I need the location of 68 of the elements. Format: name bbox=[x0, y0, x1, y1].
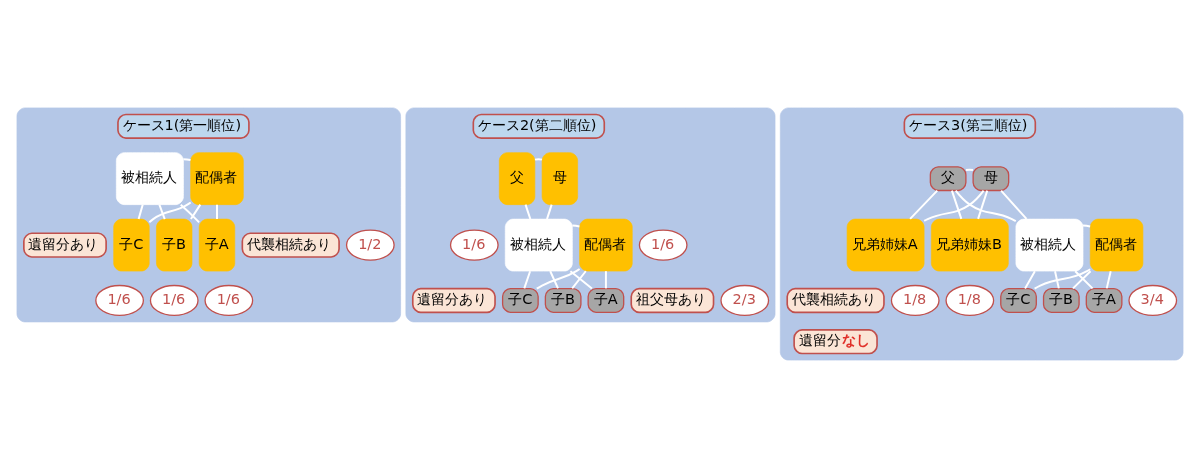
node-ellipse: 1/2 bbox=[345, 229, 395, 261]
node-ellipse: 1/6 bbox=[204, 284, 254, 317]
node-box: 被相続人 bbox=[1015, 218, 1084, 272]
connector bbox=[1082, 224, 1092, 228]
connector bbox=[950, 189, 963, 220]
node-box: 兄弟姉妹B bbox=[931, 218, 1009, 272]
cluster bbox=[16, 107, 401, 323]
node-box: 兄弟姉妹A bbox=[846, 218, 925, 272]
connector bbox=[571, 224, 581, 228]
connector bbox=[535, 267, 581, 290]
node-box: 子A bbox=[198, 218, 236, 272]
node-box: 配偶者 bbox=[190, 152, 244, 205]
node-box: 子C bbox=[113, 218, 150, 272]
connector bbox=[533, 158, 543, 161]
node-box: 子B bbox=[156, 218, 193, 272]
node-box: 配偶者 bbox=[579, 218, 633, 272]
node-box: 子B bbox=[544, 287, 582, 313]
node-box: 母 bbox=[541, 152, 578, 205]
connector bbox=[954, 189, 1017, 223]
node-box: 子A bbox=[587, 287, 625, 313]
node-box: ケース3(第三順位) bbox=[903, 113, 1037, 139]
connector bbox=[189, 203, 202, 220]
node-ellipse: 1/6 bbox=[449, 229, 499, 261]
connector bbox=[1000, 189, 1028, 220]
node-box: 母 bbox=[972, 166, 1010, 192]
node-ellipse: 2/3 bbox=[720, 284, 770, 317]
node-box: 父 bbox=[929, 166, 967, 192]
connector bbox=[216, 203, 218, 220]
node-ellipse: 1/6 bbox=[149, 284, 199, 317]
node-ellipse: 3/4 bbox=[1128, 284, 1178, 317]
node-box: 被相続人 bbox=[504, 218, 573, 272]
node-box: 子A bbox=[1085, 287, 1123, 313]
node-box: 代襲相続あり bbox=[786, 287, 885, 314]
cluster bbox=[405, 107, 776, 323]
cluster bbox=[779, 107, 1184, 361]
connector bbox=[137, 203, 144, 220]
connector bbox=[909, 189, 939, 220]
connector bbox=[546, 203, 553, 220]
connector bbox=[604, 270, 607, 290]
node-box: 子B bbox=[1042, 287, 1080, 313]
node-box: 父 bbox=[499, 152, 536, 205]
node-box: 子C bbox=[1000, 287, 1037, 313]
connector bbox=[569, 270, 593, 290]
node-ellipse: 1/8 bbox=[945, 284, 995, 317]
connector bbox=[977, 189, 989, 220]
node-ellipse: 1/6 bbox=[95, 284, 145, 317]
node-box: 遺留分あり bbox=[23, 232, 107, 258]
connector bbox=[179, 203, 201, 224]
node-box: 配偶者 bbox=[1089, 218, 1144, 272]
node-box: 祖父母あり bbox=[630, 287, 715, 314]
connector bbox=[1105, 270, 1112, 290]
connector bbox=[1024, 270, 1036, 290]
node-box: 代襲相続あり bbox=[241, 232, 340, 258]
connector bbox=[524, 203, 532, 220]
node-ellipse: 1/8 bbox=[890, 284, 940, 317]
node-ellipse: 1/6 bbox=[638, 229, 688, 261]
node-box: 遺留分あり bbox=[411, 287, 496, 314]
node-box: ケース1(第一順位) bbox=[117, 113, 250, 139]
connector bbox=[549, 270, 559, 290]
connector bbox=[182, 158, 192, 161]
node-box: ケース2(第二順位) bbox=[472, 113, 606, 139]
connector bbox=[923, 189, 985, 222]
node-box: 子C bbox=[501, 287, 539, 313]
connector bbox=[571, 270, 587, 290]
connector bbox=[965, 168, 974, 171]
connector bbox=[523, 270, 532, 290]
node-box: 被相続人 bbox=[116, 152, 184, 205]
node-box: 遺留分なし bbox=[793, 329, 878, 355]
